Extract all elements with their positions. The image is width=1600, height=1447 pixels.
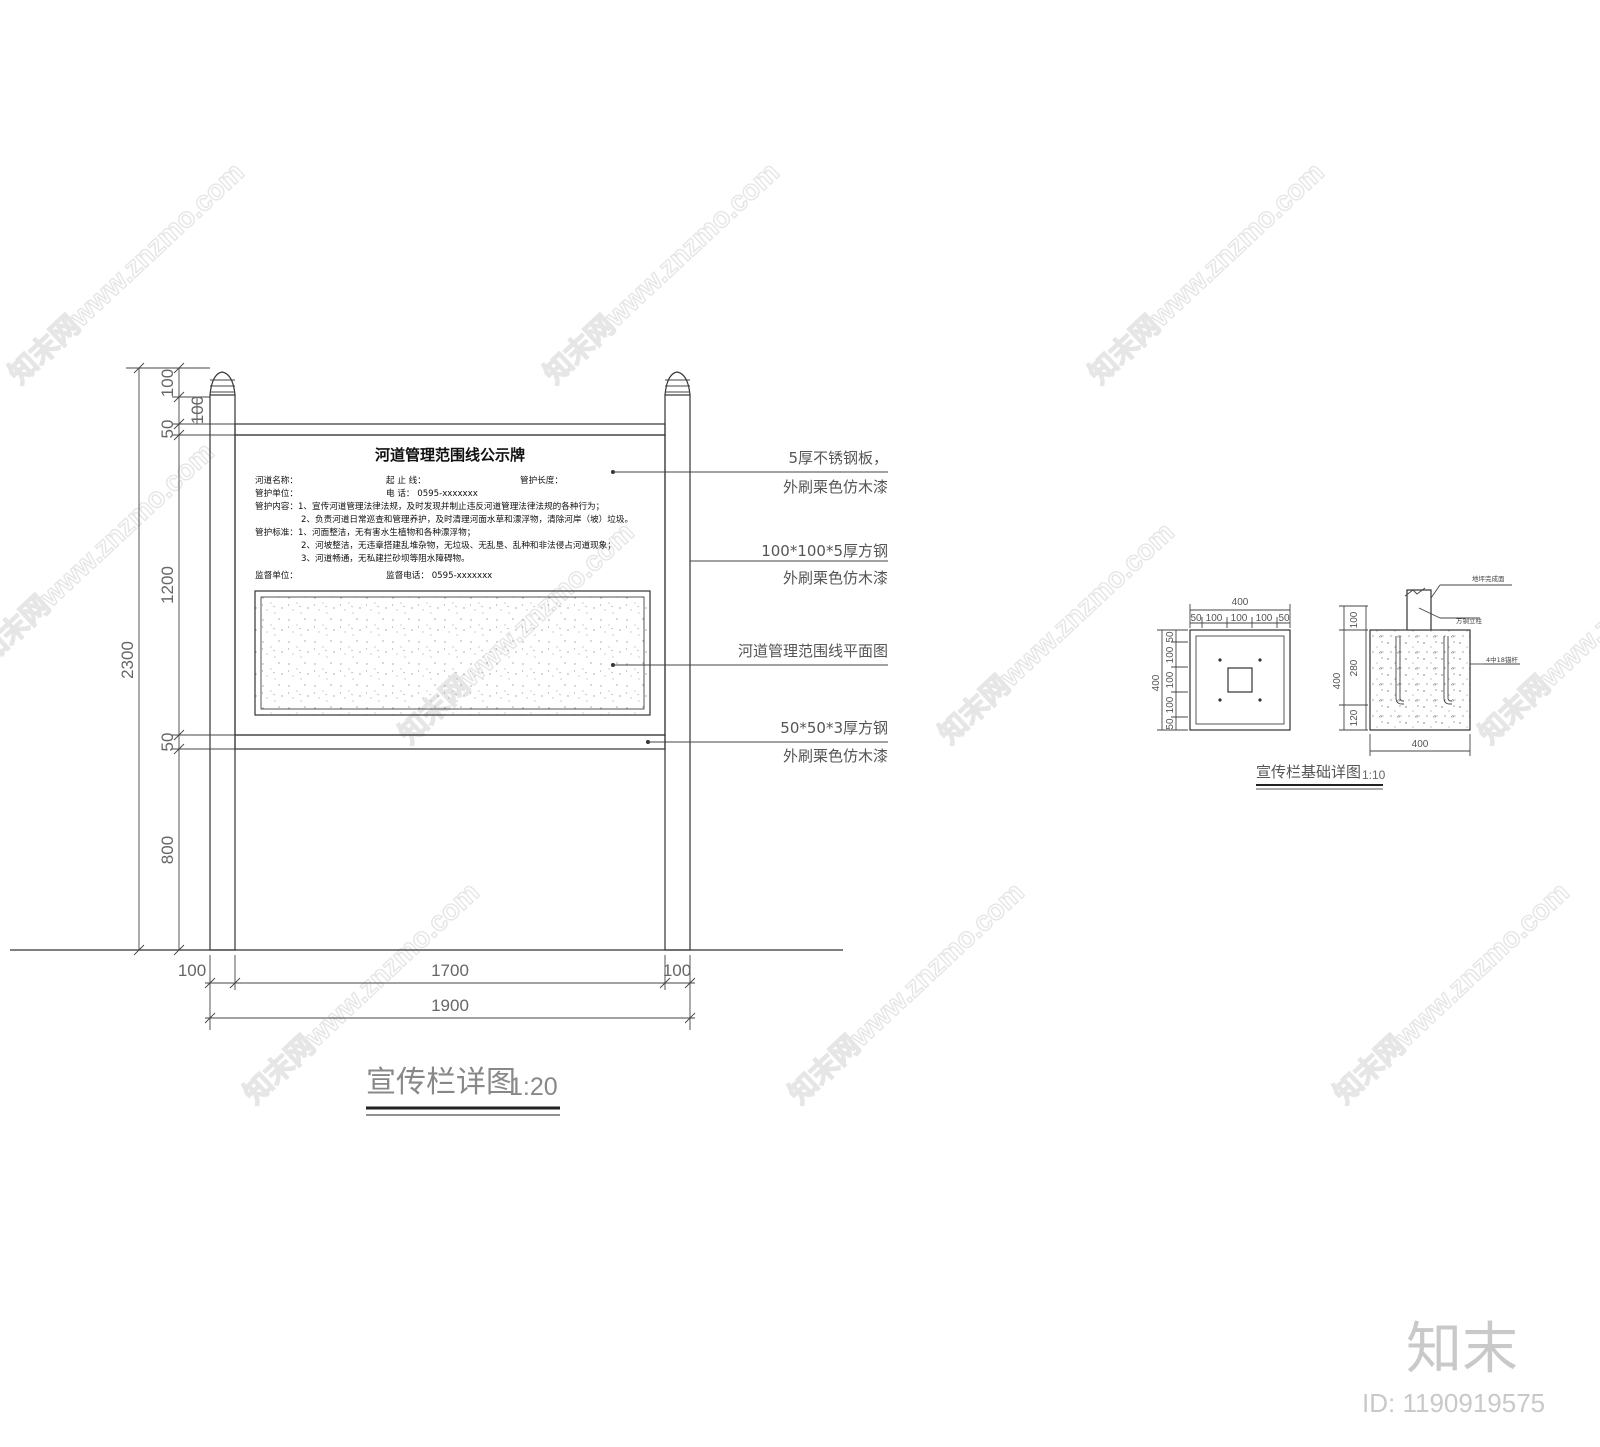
label-bolt: 4中18锚杆: [1486, 655, 1518, 664]
label-ground: 地坪完成面: [1472, 574, 1505, 583]
watermark-2: 知末网www.znzmo.com: [537, 156, 784, 390]
plan-dim-top-2: 100: [1206, 613, 1223, 624]
foundation-title-scale: 1:10: [1362, 768, 1386, 782]
callout-2-line1: 100*100*5厚方钢: [761, 542, 888, 560]
image-id-label: ID: 1190919575: [1362, 1388, 1545, 1418]
callout-4-line1: 50*50*3厚方钢: [780, 719, 888, 737]
dim-v-board: 1200: [158, 566, 177, 604]
dim-v-inner: 100: [188, 396, 207, 424]
plan-dim-top: 400: [1232, 597, 1249, 608]
board-unit: 管护单位：: [255, 487, 298, 499]
board-length: 管护长度：: [520, 474, 563, 486]
callout-leaders: [611, 470, 888, 744]
callout-2-line2: 外刷栗色仿木漆: [783, 569, 888, 587]
board-content-1: 管护内容：1、宣传河道管理法律法规，及时发现并制止违反河道管理法律法规的各种行为…: [255, 500, 604, 512]
bulletin-elevation: 河道管理范围线公示牌 河道名称： 起 止 线： 管护长度： 管护单位： 电 话：…: [10, 362, 888, 1116]
foundation-plan: [1157, 604, 1291, 731]
watermark-6: 知末网www.znzmo.com: [932, 516, 1179, 750]
brand-logo: 知末: [1406, 1317, 1518, 1382]
sec-dim-left-3: 120: [1349, 709, 1360, 726]
board-river-name: 河道名称：: [255, 474, 298, 486]
dim-h-left: 100: [178, 961, 206, 980]
dim-v-cap: 100: [158, 369, 177, 397]
watermark-7: 知末网www.znzmo.com: [1472, 516, 1600, 750]
callout-3: 河道管理范围线平面图: [738, 642, 888, 660]
plan-dim-top-1: 50: [1190, 613, 1202, 624]
horizontal-dimensions: [204, 955, 696, 1030]
bottom-rail: [234, 734, 666, 750]
callout-4-line2: 外刷栗色仿木漆: [783, 747, 888, 765]
foundation-section: [1339, 584, 1520, 756]
plan-dim-left-4: 100: [1165, 696, 1176, 713]
dim-h-right: 100: [663, 961, 691, 980]
board-phone: 电 话： 0595-xxxxxxx: [386, 487, 478, 499]
sec-dim-left-total: 400: [1332, 672, 1343, 689]
main-title-scale: 1:20: [509, 1073, 558, 1101]
watermark-4: 知末网www.znzmo.com: [0, 436, 220, 670]
watermark-10: 知末网www.znzmo.com: [1327, 876, 1574, 1110]
label-post: 方钢立柱: [1456, 616, 1483, 625]
plan-dim-left-3: 100: [1165, 671, 1176, 688]
watermark-9: 知末网www.znzmo.com: [782, 876, 1029, 1110]
plan-dim-left-1: 50: [1165, 631, 1176, 643]
plan-dim-left: 400: [1151, 674, 1162, 691]
board-supervise-unit: 监督单位：: [255, 569, 298, 581]
sec-dim-bottom: 400: [1412, 739, 1429, 750]
vertical-dimensions: [126, 362, 235, 956]
callout-1-line2: 外刷栗色仿木漆: [783, 478, 888, 496]
board-title: 河道管理范围线公示牌: [375, 446, 525, 464]
right-post: [664, 371, 691, 951]
top-rail: [234, 423, 666, 436]
watermark-3: 知末网www.znzmo.com: [1082, 156, 1329, 390]
map-panel-inner: [260, 596, 645, 710]
foundation-detail: 400 50 100 100 100 50 400 50 100 100 100…: [1151, 574, 1520, 790]
sec-dim-left-2: 280: [1349, 659, 1360, 676]
watermark-layer: 知末网www.znzmo.com 知末网www.znzmo.com 知末网www…: [0, 155, 1600, 1110]
board-content-2: 2、负责河道日常巡查和管理养护，及时清理河面水草和漂浮物，清除河岸（坡）垃圾。: [301, 513, 633, 525]
plan-dim-top-3: 100: [1231, 613, 1248, 624]
dim-v-gap: 50: [158, 420, 177, 439]
board-supervise-phone: 监督电话： 0595-xxxxxxx: [386, 569, 492, 581]
dim-h-total: 1900: [431, 996, 469, 1015]
plan-dim-left-5: 50: [1165, 718, 1176, 730]
dim-v-rail: 50: [158, 733, 177, 752]
board-standard-2: 2、河坡整洁，无违章搭建乱堆杂物，无垃圾、无乱垦、乱种和非法侵占河道现象；: [301, 539, 616, 551]
dim-h-mid: 1700: [431, 961, 469, 980]
board-start-end: 起 止 线：: [386, 474, 426, 486]
dim-v-bottom: 800: [158, 836, 177, 864]
sec-dim-left-1: 100: [1349, 611, 1360, 628]
watermark-1: 知末网www.znzmo.com: [2, 156, 249, 390]
dim-v-total: 2300: [118, 641, 137, 679]
callout-1-line1: 5厚不锈钢板，: [788, 449, 888, 467]
map-panel: [254, 590, 651, 716]
foundation-title: 宣传栏基础详图: [1256, 763, 1361, 781]
board-standard-3: 3、河道畅通，无私建拦砂坝等阻水障碍物。: [301, 552, 470, 564]
plan-dim-top-5: 50: [1278, 613, 1290, 624]
board-standard-1: 管护标准：1、河面整洁，无有害水生植物和各种漂浮物；: [255, 526, 475, 538]
main-title: 宣传栏详图: [366, 1065, 516, 1100]
plan-dim-left-2: 100: [1165, 646, 1176, 663]
plan-dim-top-4: 100: [1256, 613, 1273, 624]
